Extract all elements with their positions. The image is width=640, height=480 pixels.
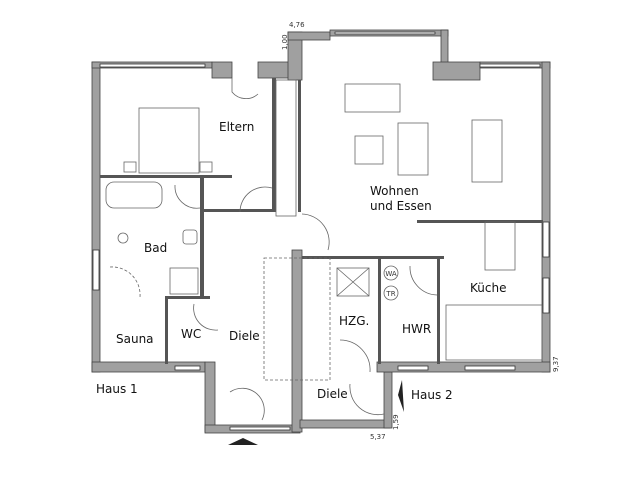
armchair: [397, 122, 429, 176]
sofa: [344, 83, 401, 113]
shower: [169, 267, 199, 295]
label-dryer: TR: [385, 290, 395, 298]
toilet: [117, 232, 129, 244]
dim-right-height: 9,37: [552, 356, 560, 372]
dining-table: [471, 119, 503, 183]
label-bad: Bad: [144, 241, 167, 255]
dim-bottom-width: 5,37: [370, 433, 386, 441]
chimney: [336, 267, 370, 297]
bathtub: [105, 181, 163, 209]
label-haus-2: Haus 2: [411, 388, 453, 402]
label-diele-2: Diele: [317, 387, 348, 401]
label-haus-1: Haus 1: [96, 382, 138, 396]
label-essen: und Essen: [370, 199, 432, 213]
kitchen-counter: [445, 304, 543, 361]
label-kueche: Küche: [470, 281, 506, 295]
room-labels: Eltern Wohnen und Essen Bad Küche HZG. H…: [96, 120, 506, 402]
kitchen-table: [484, 221, 516, 271]
interior-walls: [100, 78, 543, 364]
label-diele-1: Diele: [229, 329, 260, 343]
label-sauna: Sauna: [116, 332, 154, 346]
doors: [109, 78, 438, 421]
dimensions: 4,76 1,00 9,37 5,37 1,59: [281, 21, 560, 441]
label-eltern: Eltern: [219, 120, 254, 134]
label-hzg: HZG.: [339, 314, 369, 328]
stairs: [263, 257, 331, 381]
label-hwr: HWR: [402, 322, 431, 336]
outer-walls: [91, 29, 551, 434]
dim-top-depth: 1,00: [281, 34, 289, 50]
furniture: [105, 79, 543, 445]
wardrobe: [275, 79, 297, 217]
sink: [182, 229, 198, 245]
windows: [92, 31, 550, 431]
dim-top-width: 4,76: [289, 21, 305, 29]
dim-bottom-depth: 1,59: [392, 414, 400, 430]
label-wohnen: Wohnen: [370, 184, 419, 198]
coffee-table: [354, 135, 384, 165]
label-washer: WA: [385, 270, 397, 278]
bed: [138, 107, 200, 174]
label-wc: WC: [181, 327, 201, 341]
